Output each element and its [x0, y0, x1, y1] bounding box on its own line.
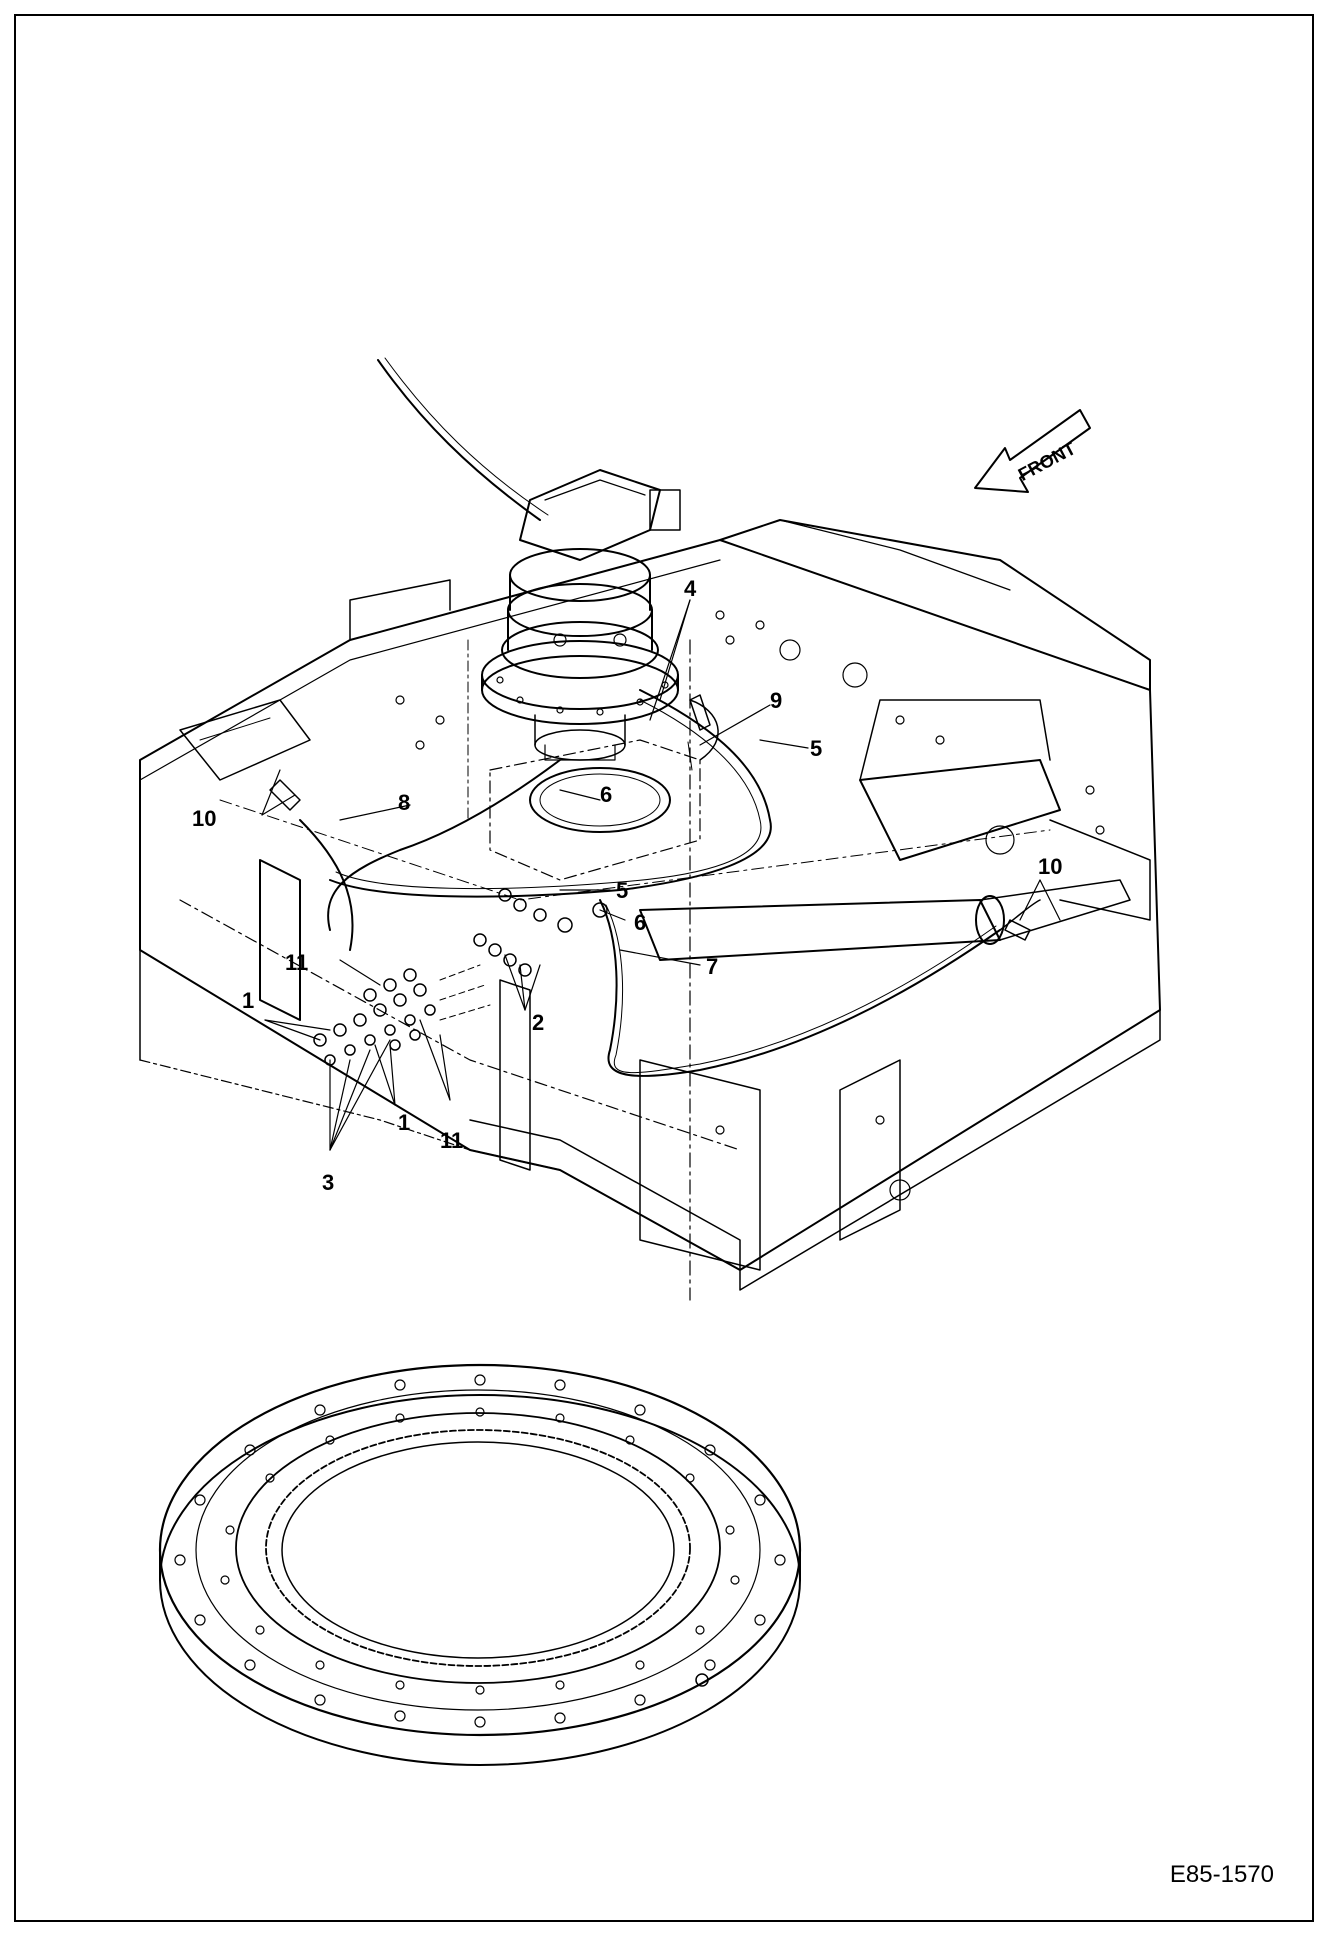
callout-10: 10: [192, 806, 217, 831]
callout-10: 10: [1038, 854, 1063, 879]
upper-frame: [139, 519, 1161, 1291]
callout-3: 3: [322, 1170, 335, 1195]
figure-id: E85-1570: [1169, 1861, 1274, 1888]
callout-5: 5: [810, 736, 823, 761]
leader-lines: [261, 599, 1061, 1151]
swing-motor: [481, 469, 681, 761]
drawing-border: [14, 14, 1314, 1922]
callout-1: 1: [242, 988, 255, 1013]
callout-9: 9: [770, 688, 783, 713]
callout-8: 8: [398, 790, 411, 815]
callout-6: 6: [634, 910, 647, 935]
motor-mount-opening: [489, 739, 701, 881]
bearing-bolt-holes: [174, 1374, 786, 1728]
callout-1: 1: [398, 1110, 411, 1135]
callout-4: 4: [684, 576, 697, 601]
callout-6: 6: [600, 782, 613, 807]
hydraulic-hoses: [299, 357, 1041, 1077]
loose-hardware-group: [313, 964, 491, 1066]
callout-7: 7: [706, 954, 719, 979]
swing-bearing: [158, 1363, 802, 1766]
callout-11: 11: [440, 1128, 464, 1153]
callout-11: 11: [285, 950, 309, 975]
front-label: FRONT: [1015, 438, 1079, 485]
callout-5: 5: [616, 878, 629, 903]
hose-fittings: [269, 694, 1031, 977]
callout-2: 2: [532, 1010, 545, 1035]
frame-bolt-holes: [395, 610, 1105, 1201]
front-arrow: [974, 409, 1091, 493]
